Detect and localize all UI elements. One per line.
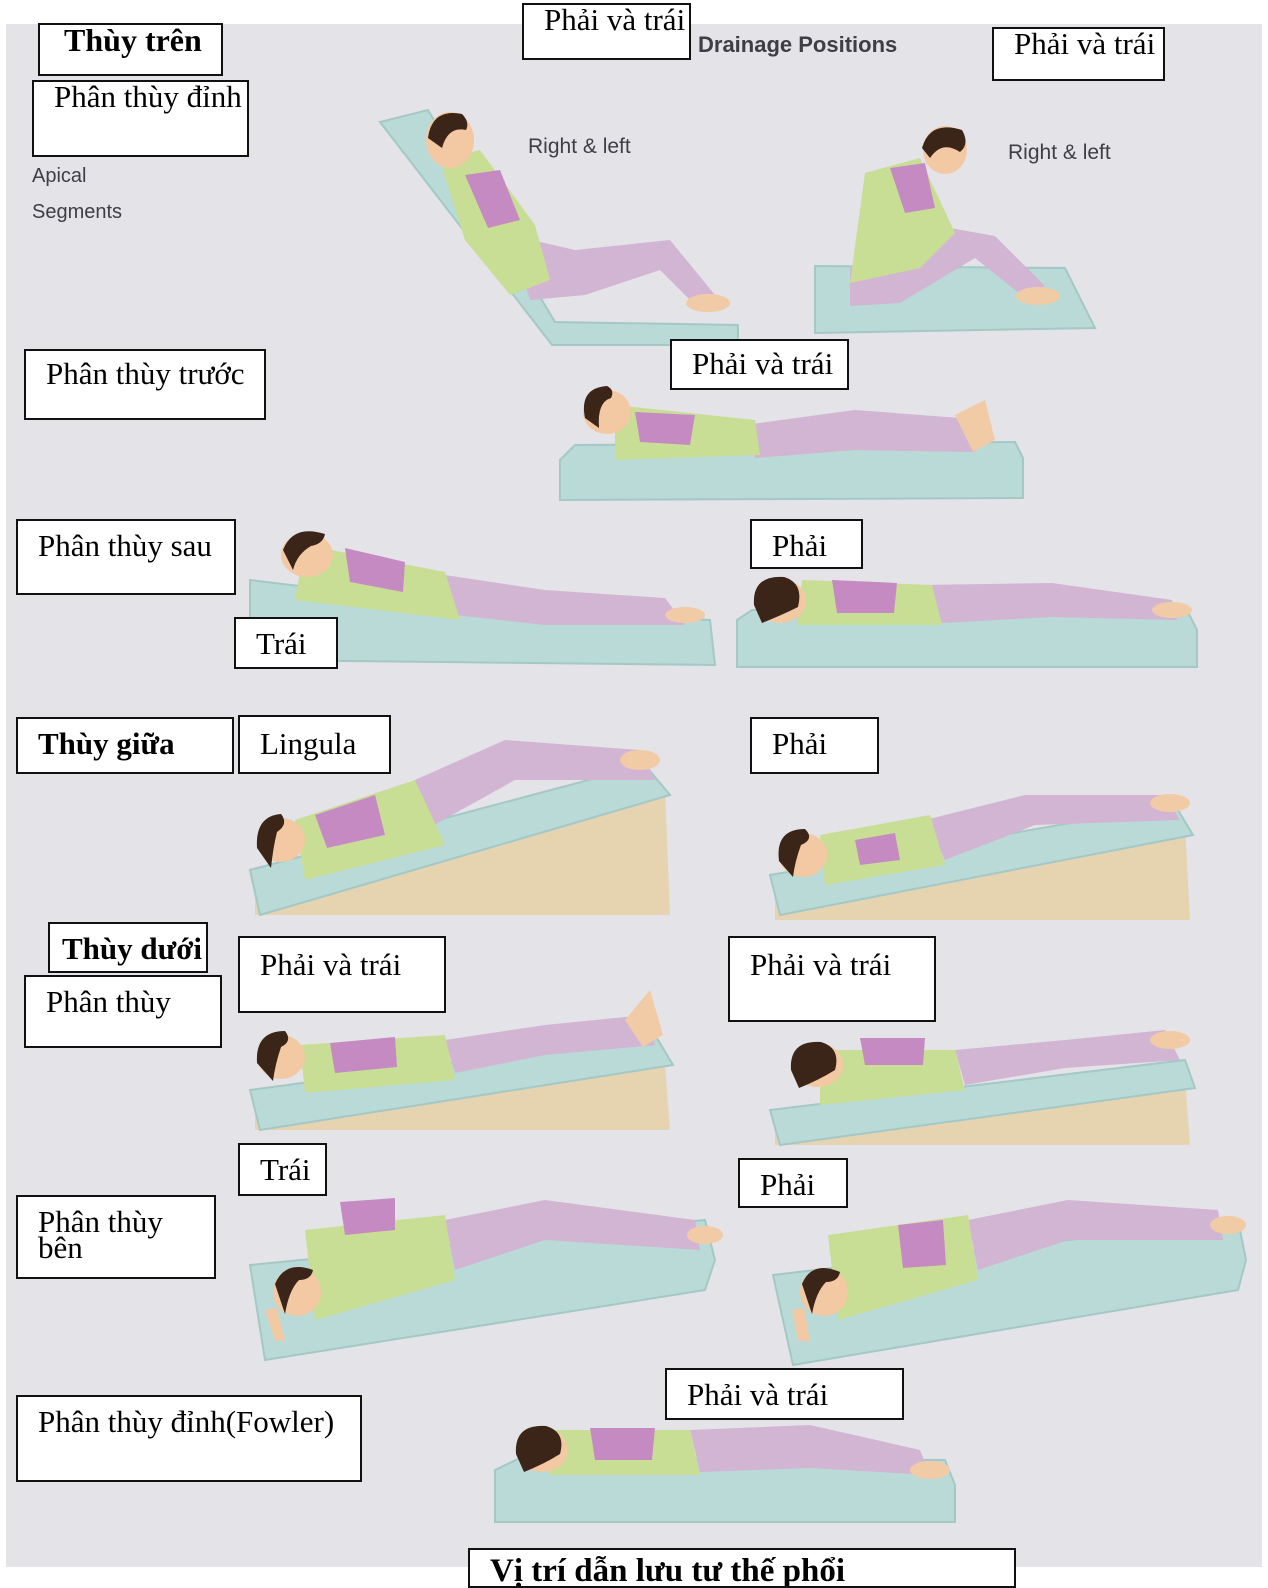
- figure-posterior-right: [732, 565, 1202, 675]
- lower-both-label-1: Phải và trái: [238, 936, 446, 1013]
- figure-lateral-right: [768, 1180, 1248, 1370]
- figure-anterior-supine: [555, 370, 1025, 505]
- lower-both-label-2: Phải và trái: [728, 936, 936, 1022]
- anterior-both-label: Phải và trái: [670, 339, 849, 390]
- lingula-label: Lingula: [238, 715, 391, 774]
- middle-right-label: Phải: [750, 717, 879, 774]
- top-both-label-2: Phải và trái: [992, 27, 1165, 81]
- apical-text-line1: Apical: [32, 165, 86, 188]
- figure-apical-sitting: [810, 118, 1100, 343]
- posterior-right-label: Phải: [750, 519, 863, 569]
- fowler-both-label: Phải và trái: [665, 1368, 904, 1420]
- upper-lobe-label: Thùy trên: [38, 23, 223, 76]
- posterior-segment-label: Phân thùy sau: [16, 519, 236, 595]
- figure-fowler: [490, 1410, 960, 1525]
- anterior-segment-label: Phân thùy trước: [24, 349, 266, 420]
- fowler-segment-label: Phân thùy đỉnh(Fowler): [16, 1395, 362, 1482]
- lower-lobe-label: Thùy dưới: [48, 922, 208, 973]
- lateral-segment-label: Phân thùy bên: [16, 1195, 216, 1279]
- apical-segment-label: Phân thùy đỉnh: [32, 80, 249, 157]
- posterior-left-label: Trái: [234, 617, 338, 669]
- top-both-label-1: Phải và trái: [522, 3, 691, 60]
- figure-middle-right: [765, 765, 1205, 925]
- drainage-title: Drainage Positions: [698, 32, 897, 58]
- lower-segment-label: Phân thùy: [24, 975, 222, 1048]
- caption-label: Vị trí dẫn lưu tư thế phổi: [468, 1548, 1016, 1588]
- figure-apical-reclining: [370, 100, 750, 350]
- lateral-right-label: Phải: [738, 1158, 848, 1208]
- figure-lower-prone: [765, 1020, 1205, 1150]
- apical-text-line2: Segments: [32, 201, 122, 224]
- middle-lobe-label: Thùy giữa: [16, 717, 234, 774]
- figure-lateral-left: [245, 1180, 725, 1365]
- lateral-left-label: Trái: [238, 1143, 327, 1196]
